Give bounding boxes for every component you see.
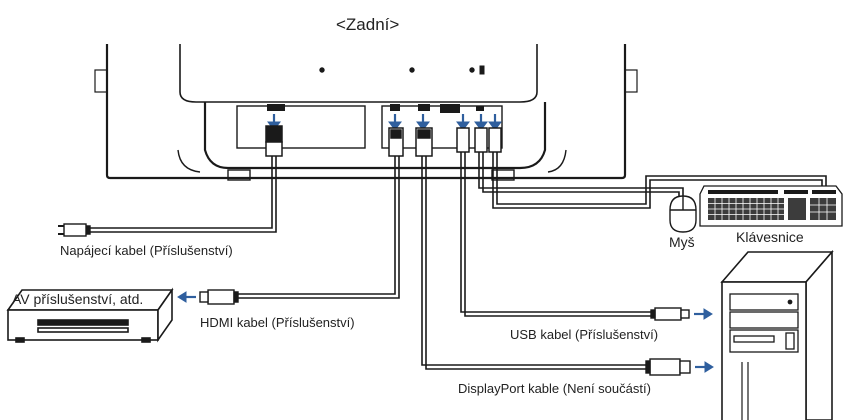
plugged-connectors (265, 125, 502, 157)
av-device-label: AV příslušenství, atd. (12, 291, 144, 307)
mouse-label: Myš (669, 234, 695, 250)
arrow-to-av (177, 291, 196, 303)
arrow-usb-to-pc (694, 308, 713, 320)
dp-plug (645, 358, 691, 376)
port-arrows (267, 114, 502, 131)
diagram-title: <Zadní> (336, 15, 400, 34)
power-cable-label: Napájecí kabel (Příslušenství) (60, 243, 233, 258)
usb-plug (650, 307, 690, 321)
cables (88, 152, 827, 370)
arrow-dp-to-pc (695, 361, 714, 373)
monitor-rear (94, 44, 638, 181)
displayport-cable-label: DisplayPort kable (Není součástí) (458, 381, 651, 396)
av-device (6, 287, 174, 343)
keyboard (699, 185, 843, 227)
port-markers (267, 104, 484, 113)
keyboard-label: Klávesnice (736, 229, 804, 245)
mouse (669, 195, 697, 233)
hdmi-cable-label: HDMI kabel (Příslušenství) (200, 315, 355, 330)
usb-cable-label: USB kabel (Příslušenství) (510, 327, 659, 342)
pc-tower (720, 249, 834, 420)
power-plug (58, 223, 91, 237)
hdmi-plug (199, 289, 239, 305)
